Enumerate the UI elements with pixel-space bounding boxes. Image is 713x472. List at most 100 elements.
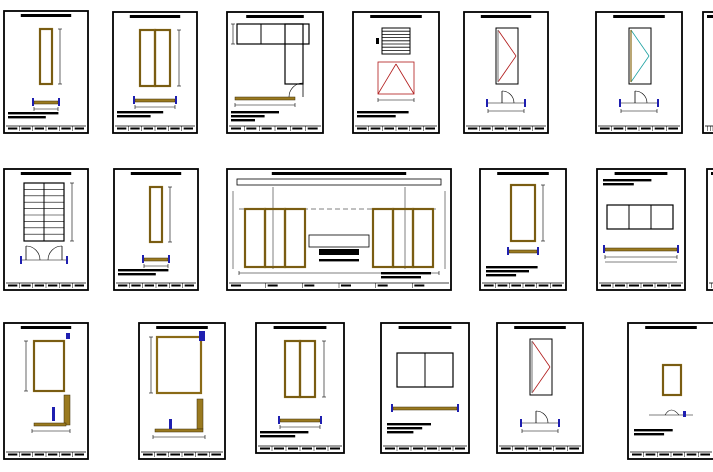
title-text-line (357, 115, 396, 118)
title-block-text (514, 447, 525, 450)
title-text-line (117, 115, 151, 118)
title-block-text (304, 284, 315, 287)
title-block-text (143, 453, 153, 456)
jamb-marker (169, 419, 172, 429)
section-diagonal (395, 63, 415, 95)
sheet-border (627, 322, 713, 460)
door-swing-arc (288, 82, 304, 98)
title-block-text (673, 453, 683, 456)
title-block-text (468, 127, 478, 130)
title-text-line (117, 111, 164, 114)
title-block-text (542, 447, 552, 450)
section-frame (377, 61, 415, 95)
facade-door-leaf-outline (412, 208, 434, 268)
title-text-line (603, 183, 634, 186)
title-block-text (277, 127, 287, 130)
jamb-marker (457, 404, 459, 412)
door-frame (495, 27, 519, 85)
title-text-line (118, 269, 169, 272)
title-block-text (292, 127, 303, 130)
triple-window-frame (606, 204, 674, 230)
sheet-r1-c4 (352, 11, 440, 134)
jamb-section (196, 398, 204, 430)
title-text-line (260, 435, 296, 438)
title-text-line (486, 274, 517, 277)
title-block-text (615, 284, 625, 287)
marker (66, 333, 70, 339)
title-block-text (613, 127, 624, 130)
title-block-text (74, 284, 84, 287)
sheet-border (352, 11, 440, 134)
sheet-r2-c3 (226, 168, 452, 291)
sheet-r2-c6 (706, 168, 713, 291)
title-block-text (484, 284, 494, 287)
title-block-text (494, 127, 504, 130)
title-block-text (501, 447, 511, 450)
window-leaf-outline (662, 364, 682, 396)
title-block-text (61, 127, 71, 130)
title-block-text (302, 447, 312, 450)
sheet-header-bar (480, 15, 532, 18)
title-text-line (231, 111, 279, 114)
title-block-text (183, 127, 193, 130)
title-block-text (8, 284, 18, 287)
swing-diagonal (531, 366, 551, 394)
door-leaf-outline (39, 28, 53, 85)
sheet-border (479, 168, 567, 291)
sheet-r3-c3 (255, 322, 345, 454)
sheet-r1-c3 (226, 11, 324, 134)
sheet-r2-c5 (596, 168, 686, 291)
door-leaf-outline (33, 340, 65, 392)
title-block-text (246, 127, 257, 130)
roof-band (236, 178, 442, 186)
title-block-text (330, 447, 340, 450)
jamb-marker (677, 245, 679, 253)
swing-diagonal (531, 340, 551, 368)
sheet-header-bar (613, 15, 665, 18)
sill-section (154, 428, 204, 433)
title-block-text (158, 284, 168, 287)
title-block-text (21, 453, 31, 456)
title-block-text (260, 447, 270, 450)
sheet-r1-c7 (702, 11, 713, 134)
jamb-marker (524, 99, 526, 107)
swing-diagonal (630, 55, 650, 83)
title-block-text (511, 284, 521, 287)
title-text-line (387, 427, 423, 430)
title-block-text (48, 284, 58, 287)
jamb-marker (20, 256, 22, 264)
sill-section (143, 257, 169, 262)
sheet-header-bar (130, 172, 182, 175)
title-block-text (508, 127, 518, 130)
title-block-text (21, 127, 31, 130)
title-block-text (384, 127, 394, 130)
sheet-header-bar (273, 326, 327, 329)
sill-section (134, 98, 176, 103)
title-block-text (143, 127, 153, 130)
sheet-r1-c6 (595, 11, 683, 134)
title-text-line (381, 272, 431, 275)
title-block-text (645, 453, 656, 456)
jamb-marker (320, 416, 322, 424)
sill-section (33, 422, 67, 427)
title-block-text (74, 127, 84, 130)
title-block-text (274, 447, 284, 450)
title-block-text (34, 284, 44, 287)
title-block-text (413, 447, 423, 450)
sheet-header-bar (129, 15, 181, 18)
title-block-text (627, 127, 637, 130)
title-text-line (634, 433, 665, 436)
title-block-text (211, 453, 221, 456)
title-block-text (555, 447, 566, 450)
title-text-line (486, 270, 529, 273)
title-block-text (399, 447, 409, 450)
swing-diagonal (630, 29, 650, 57)
title-block-text (357, 127, 367, 130)
jamb-marker (142, 255, 144, 263)
sheet-border (702, 11, 713, 134)
jamb-section (63, 394, 71, 426)
title-block-text (118, 284, 128, 287)
title-block-text (385, 447, 395, 450)
title-text-line (8, 112, 59, 115)
sheet-r3-c1 (3, 322, 89, 460)
